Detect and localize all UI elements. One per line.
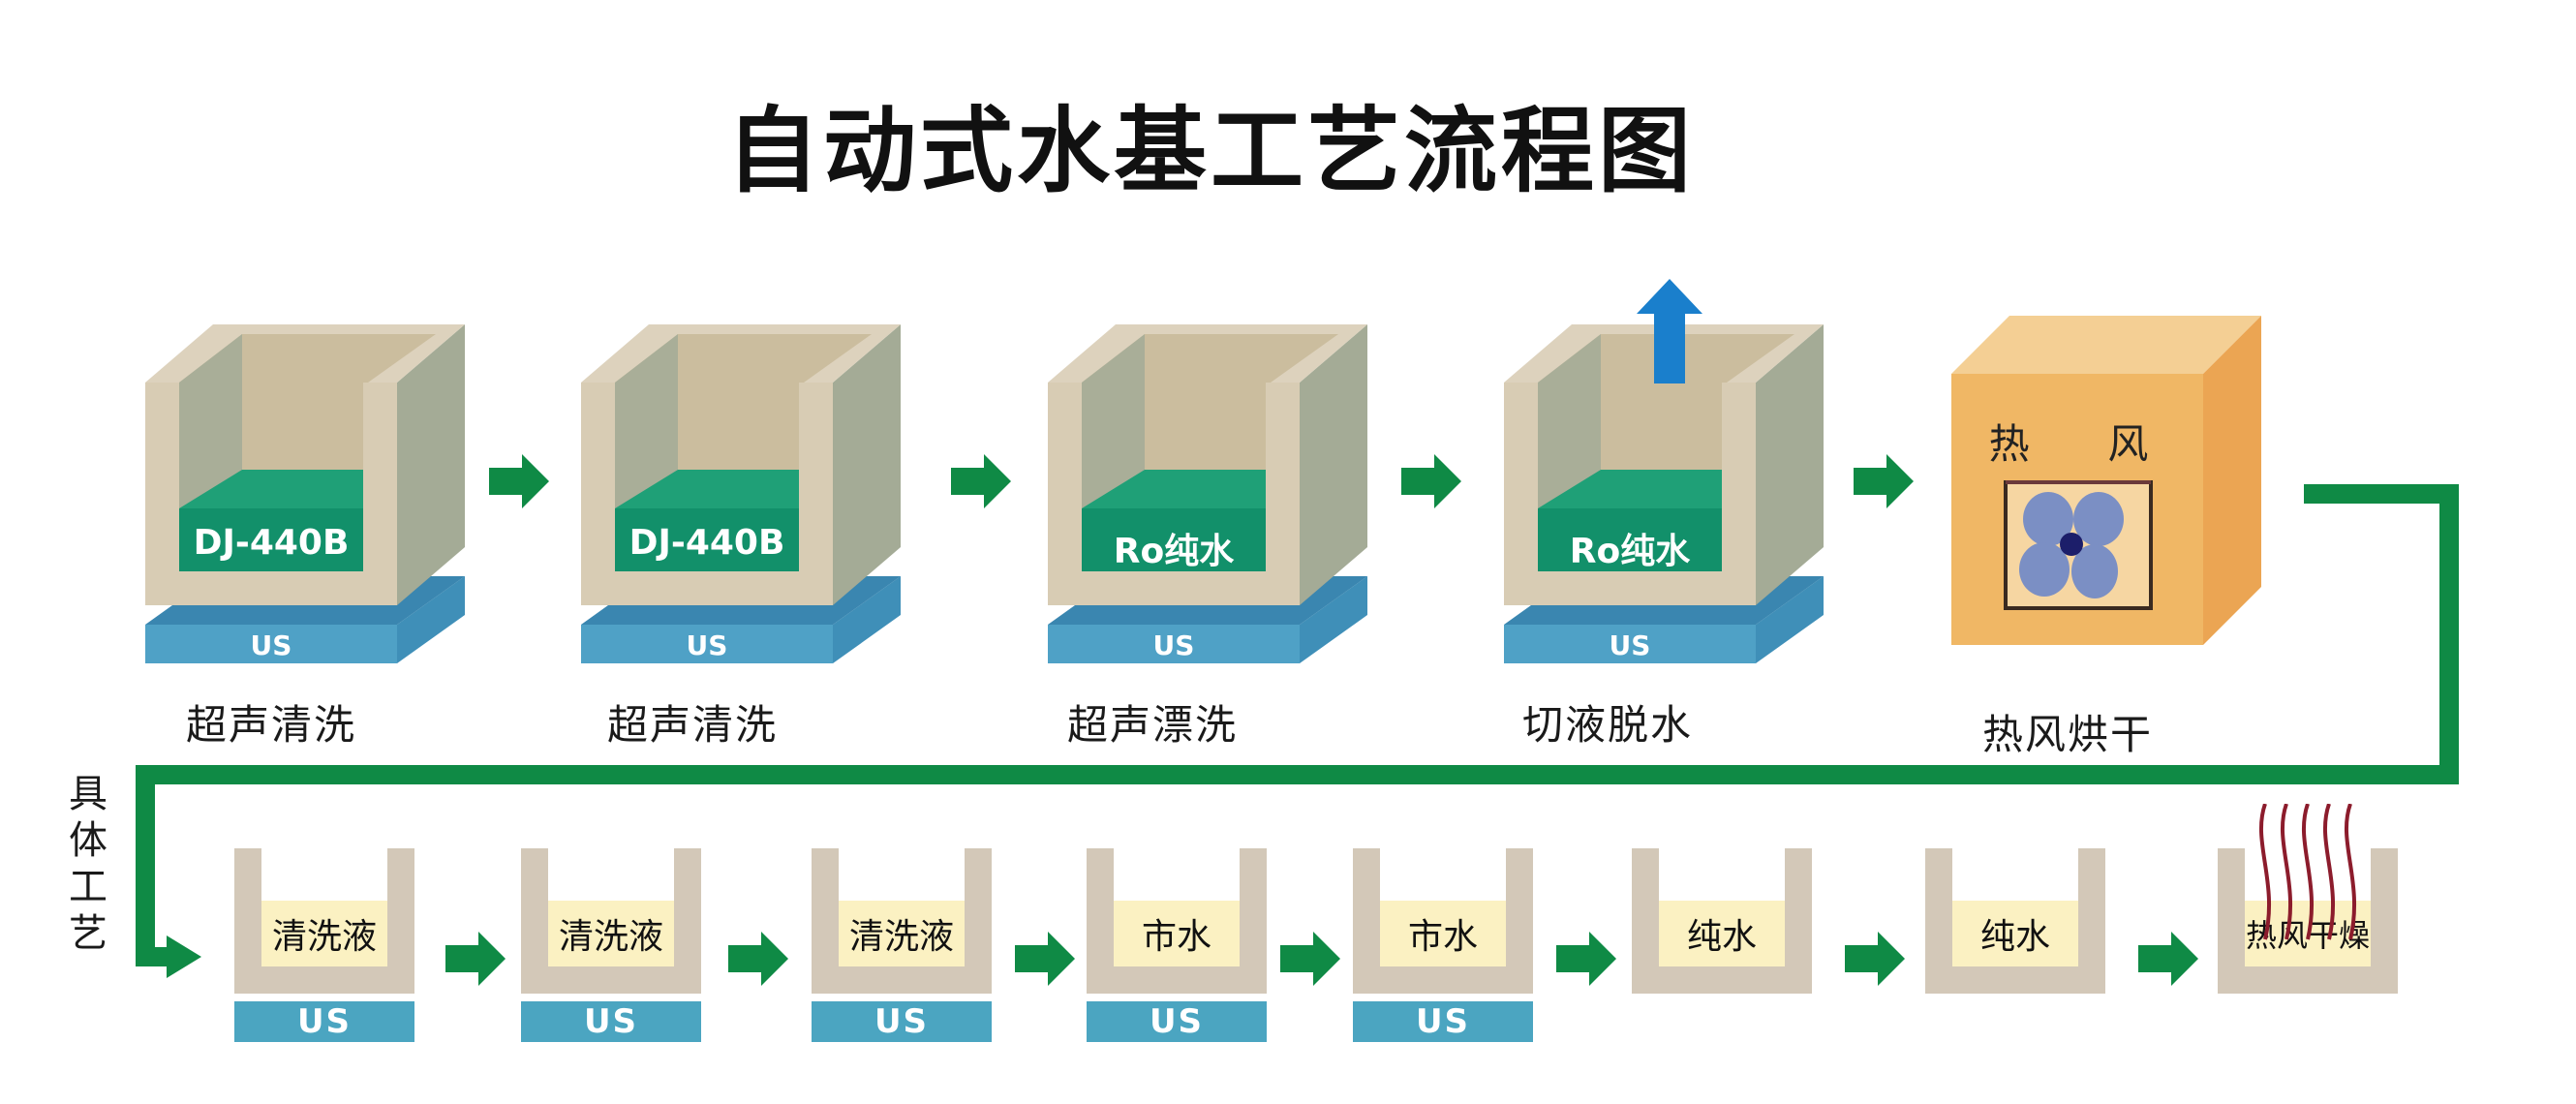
flow-arrow-bottom-7 xyxy=(2138,932,2198,986)
bottom-tank-2: 清洗液 xyxy=(521,848,701,994)
bottom-tank-5: 市水 xyxy=(1353,848,1533,994)
caption-hot-air-drying: 热风烘干 xyxy=(1981,711,2153,758)
bottom-tank-3-us: US xyxy=(812,1001,992,1042)
bottom-tank-label: 清洗液 xyxy=(271,917,377,957)
bottom-tank-4-us: US xyxy=(1087,1001,1267,1042)
tank-3-liquid-label: Ro纯水 xyxy=(1113,532,1235,571)
bottom-tank-1-us: US xyxy=(234,1001,414,1042)
exhaust-up-arrow-icon xyxy=(1637,279,1702,383)
tank-3-us-label: US xyxy=(1152,629,1195,661)
bottom-tank-label: 清洗液 xyxy=(848,917,954,957)
bottom-tank-7: 纯水 xyxy=(1925,848,2105,994)
caption-ultrasonic-cleaning-2: 超声清洗 xyxy=(606,701,778,749)
heat-waves-icon xyxy=(2258,804,2357,940)
side-label-char: 工 xyxy=(69,865,107,909)
dryer-box-label: 热 风 xyxy=(1988,420,2166,468)
bottom-tank-5-us: US xyxy=(1353,1001,1533,1042)
bottom-tank-label: 清洗液 xyxy=(558,917,663,957)
fan-icon xyxy=(2019,492,2124,598)
bottom-tank-1: 清洗液 xyxy=(234,848,414,994)
flow-arrow-bottom-2 xyxy=(728,932,788,986)
bottom-tank-6: 纯水 xyxy=(1632,848,1812,994)
side-label-process-detail: 具 体 工 艺 xyxy=(64,771,112,957)
caption-ultrasonic-rinsing: 超声漂洗 xyxy=(1066,701,1238,749)
tank-4-us-label: US xyxy=(1609,629,1651,661)
tank-1-us-label: US xyxy=(250,629,292,661)
bottom-tank-2-us: US xyxy=(521,1001,701,1042)
tank-2-liquid-label: DJ-440B xyxy=(629,523,785,563)
flow-arrow-bottom-3 xyxy=(1015,932,1075,986)
tank-2-us-label: US xyxy=(686,629,728,661)
bottom-tank-label: 市水 xyxy=(1407,917,1478,957)
tank-1-liquid-label: DJ-440B xyxy=(193,523,350,563)
bottom-tank-label: 市水 xyxy=(1141,917,1211,957)
side-label-char: 具 xyxy=(69,772,107,816)
tank-4-liquid-label: Ro纯水 xyxy=(1569,532,1691,571)
flow-arrow-bottom-1 xyxy=(445,932,506,986)
flow-arrow-bottom-4 xyxy=(1280,932,1340,986)
diagram-title: 自动式水基工艺流程图 xyxy=(726,97,1695,205)
side-label-char: 体 xyxy=(69,818,107,863)
bottom-tank-label: 纯水 xyxy=(1979,917,2050,957)
caption-liquid-cutting-dehydration: 切液脱水 xyxy=(1521,701,1693,749)
side-label-char: 艺 xyxy=(69,911,107,956)
bottom-tank-3: 清洗液 xyxy=(812,848,992,994)
hot-air-dryer xyxy=(1951,316,2261,645)
flow-arrow-bottom-6 xyxy=(1845,932,1905,986)
bottom-tank-4: 市水 xyxy=(1087,848,1267,994)
caption-ultrasonic-cleaning-1: 超声清洗 xyxy=(185,701,356,749)
flow-arrow-bottom-5 xyxy=(1556,932,1616,986)
bottom-tank-label: 纯水 xyxy=(1686,917,1757,957)
